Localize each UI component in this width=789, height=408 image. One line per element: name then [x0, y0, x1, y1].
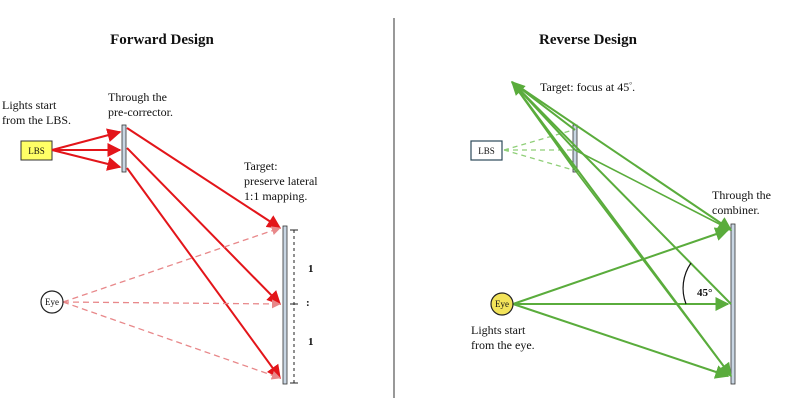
- reverse-lbs-label: LBS: [478, 146, 495, 156]
- forward-target-note-line2: preserve lateral: [244, 174, 318, 188]
- forward-target-note-line3: 1:1 mapping.: [244, 189, 307, 203]
- reverse-element-to-combiner-lower: [574, 169, 732, 377]
- reverse-element-to-combiner: [574, 149, 732, 231]
- forward-start-note-line1: Lights start: [2, 98, 57, 112]
- reverse-focus-ray-1: [511, 81, 733, 231]
- forward-target-screen: [282, 225, 288, 385]
- forward-title: Forward Design: [110, 32, 214, 48]
- reverse-focus-ray-5: [511, 81, 576, 151]
- forward-eye-ray-middle: [62, 299, 281, 309]
- forward-ray-long-middle: [126, 147, 281, 305]
- forward-ray-short-bottom: [51, 149, 122, 171]
- forward-ray-long-bottom: [126, 167, 281, 380]
- combiner-note-line1: Through the: [712, 188, 771, 202]
- reverse-lbs-ray-bottom: [503, 149, 574, 171]
- reverse-focus-ray-2: [511, 81, 732, 305]
- reverse-eye: [490, 292, 514, 316]
- precorrector-element: [121, 124, 127, 173]
- combiner-note-line2: combiner.: [712, 203, 760, 217]
- forward-design-panel: Forward Design Lights start from the LBS…: [2, 32, 318, 385]
- precorrector-note-line1: Through the: [108, 90, 167, 104]
- reverse-lbs-ray-top: [503, 129, 574, 151]
- reverse-design-panel: Reverse Design Target: focus at 45°. Thr…: [470, 32, 771, 385]
- forward-eye-label: Eye: [45, 297, 59, 307]
- reverse-lbs-box: [470, 140, 503, 161]
- reverse-start-note-line1: Lights start: [471, 323, 526, 337]
- mapping-ratio-top: 1: [308, 263, 314, 275]
- reverse-target-note-text: Target: focus at 45: [540, 80, 629, 94]
- reverse-eye-label: Eye: [495, 299, 509, 309]
- forward-ray-short-top: [51, 128, 122, 151]
- forward-eye-ray-bottom: [62, 301, 281, 380]
- forward-eye: [40, 290, 64, 314]
- reverse-focus-ray-6: [511, 81, 576, 171]
- mapping-ratio-bottom: 1: [308, 336, 314, 348]
- forward-lbs-label: LBS: [28, 146, 45, 156]
- reverse-focus-ray-4: [511, 81, 576, 131]
- angle-label: 45°: [697, 287, 712, 299]
- forward-target-note-line1: Target:: [244, 159, 278, 173]
- forward-ray-long-top: [126, 127, 282, 229]
- combiner-element: [730, 223, 736, 385]
- reverse-start-note-line2: from the eye.: [471, 338, 535, 352]
- angle-arc: [682, 262, 692, 305]
- reverse-eye-ray-bottom: [512, 303, 730, 379]
- reverse-target-period: .: [632, 80, 635, 94]
- mapping-ratio-colon: :: [306, 297, 310, 309]
- forward-eye-ray-top: [62, 226, 281, 303]
- reverse-target-note: Target: focus at 45°.: [540, 80, 635, 94]
- reverse-target-degree: °: [629, 81, 632, 89]
- precorrector-note-line2: pre-corrector.: [108, 105, 173, 119]
- reverse-eye-ray-top: [512, 227, 730, 305]
- forward-start-note-line2: from the LBS.: [2, 113, 71, 127]
- reverse-title: Reverse Design: [539, 32, 638, 48]
